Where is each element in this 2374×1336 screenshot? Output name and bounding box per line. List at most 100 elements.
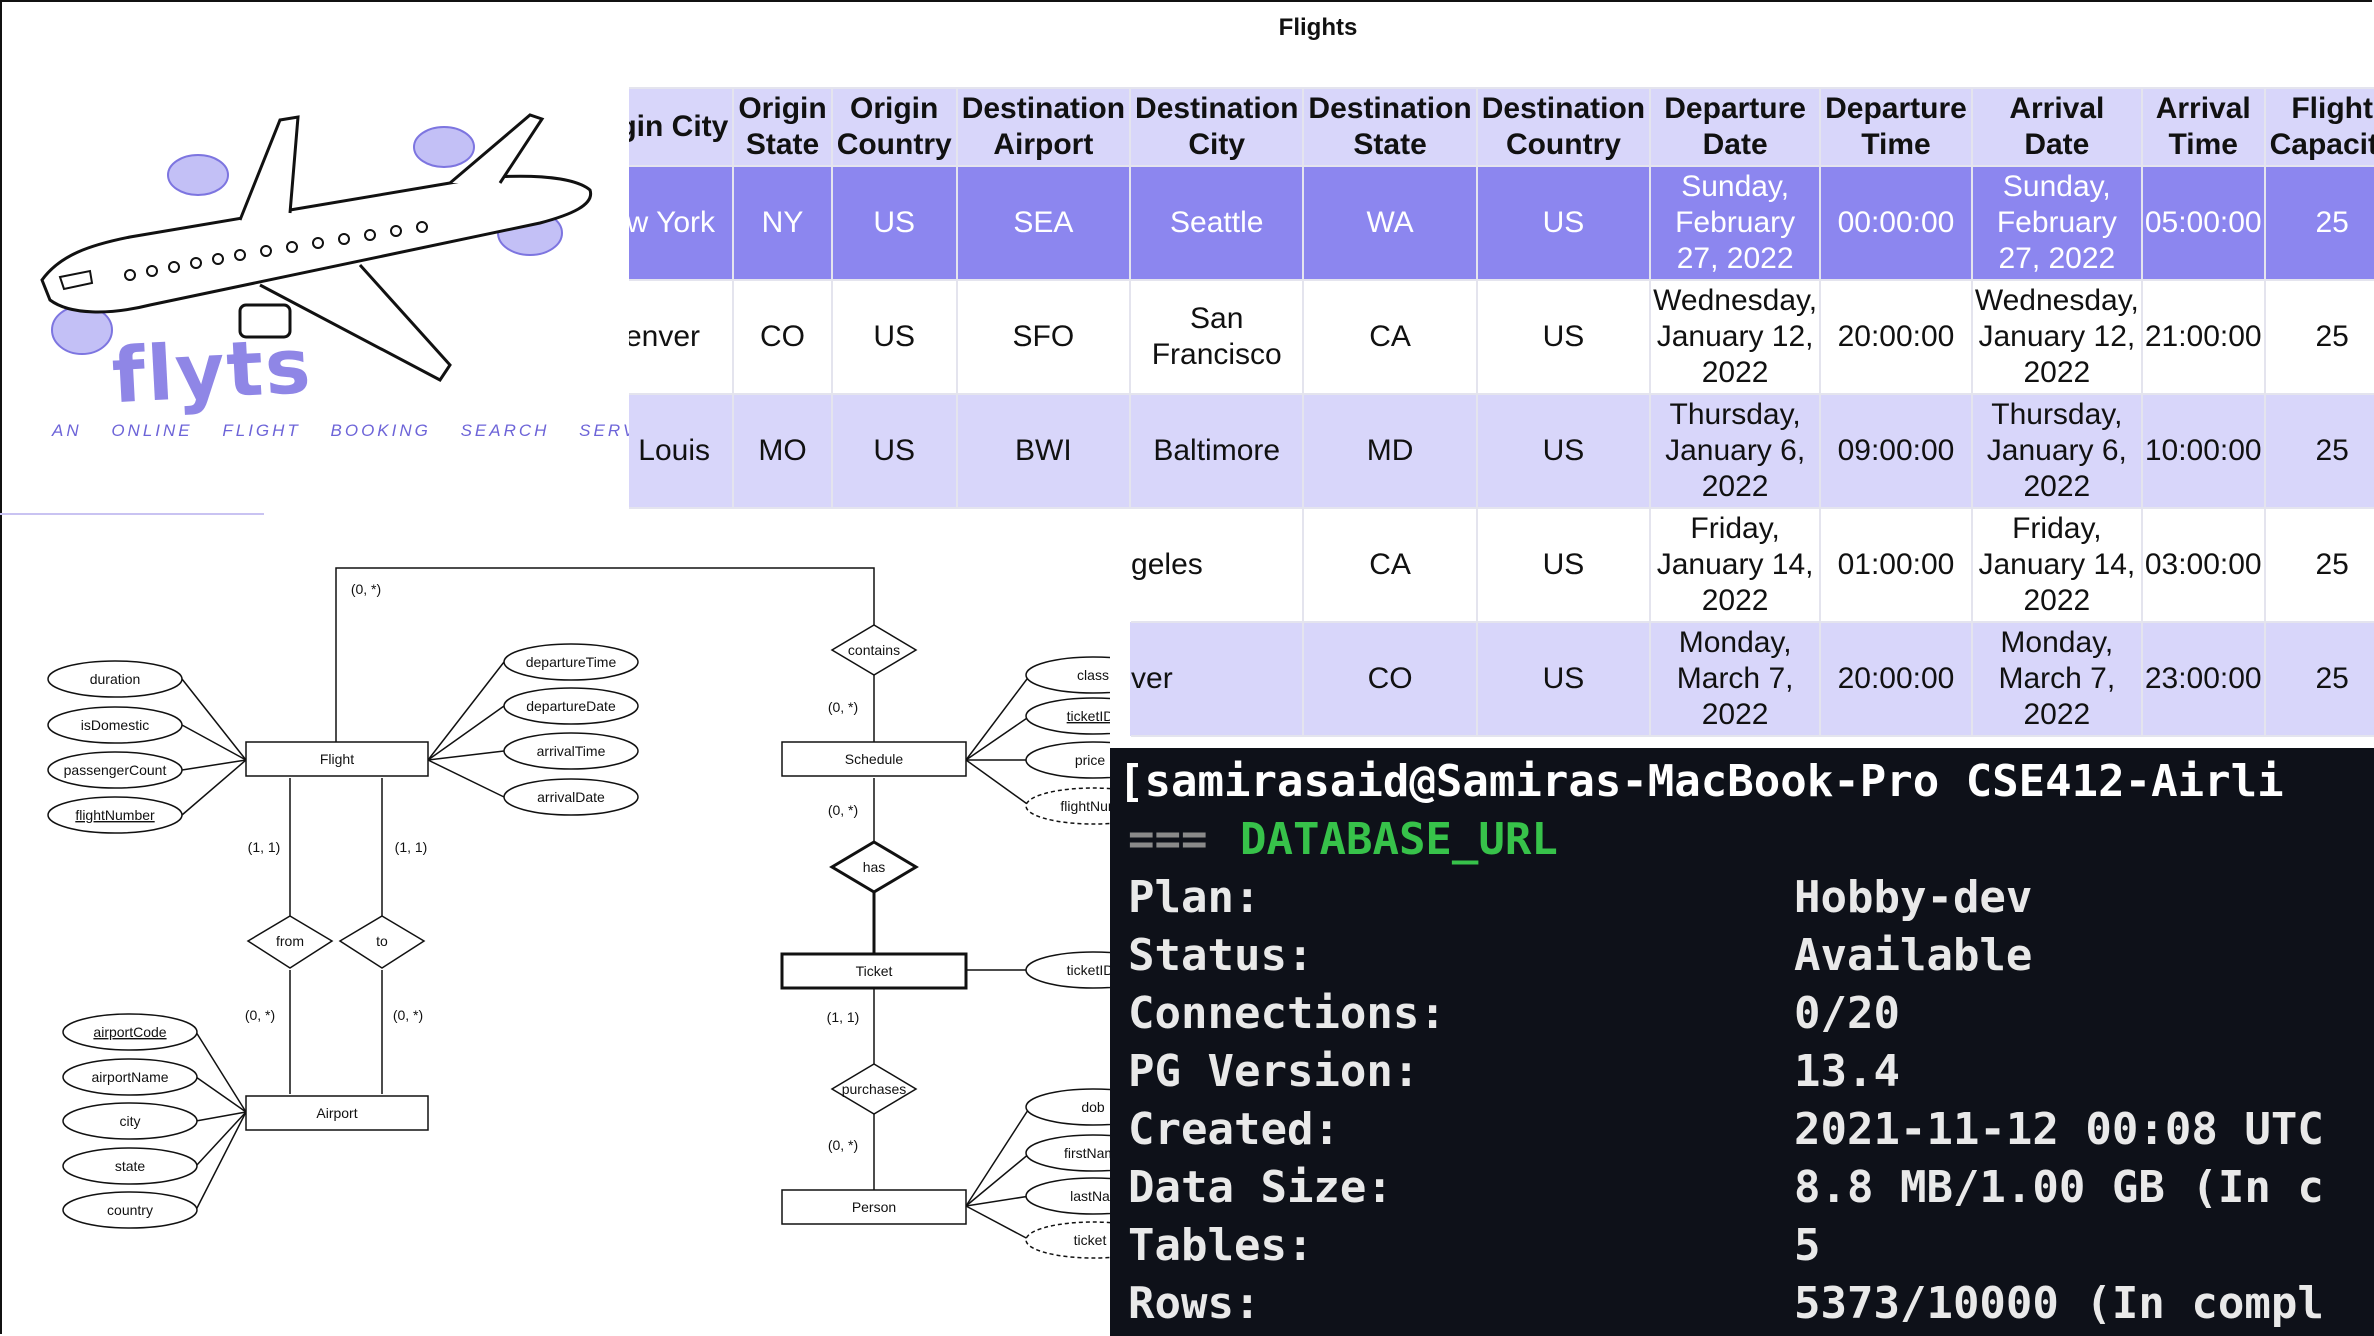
terminal-window[interactable]: [samirasaid@Samiras-MacBook-Pro CSE412-A… bbox=[1110, 748, 2374, 1336]
terminal-value: 5 bbox=[1794, 1220, 1821, 1271]
table-cell: US bbox=[1475, 621, 1652, 737]
cardinality-label: (1, 1) bbox=[827, 1009, 860, 1025]
terminal-label: Tables: bbox=[1128, 1220, 1314, 1271]
attribute-label: passengerCount bbox=[64, 762, 167, 778]
attribute-label: ticketID bbox=[1067, 708, 1110, 724]
table-cell: 00:00:00 bbox=[1819, 165, 1973, 281]
terminal-value: 5373/10000 (In compl bbox=[1794, 1278, 2324, 1329]
terminal-value: Hobby-dev bbox=[1794, 872, 2033, 923]
table-cell: NY bbox=[732, 165, 833, 281]
attribute-label: airportCode bbox=[93, 1024, 166, 1040]
terminal-value: Available bbox=[1794, 930, 2033, 981]
table-cell: SEA bbox=[955, 165, 1132, 281]
table-cell: US bbox=[1475, 507, 1652, 623]
attribute-label: flightNumber bbox=[75, 807, 155, 823]
page-title: Flights bbox=[1278, 14, 1358, 41]
entity-label: Flight bbox=[320, 751, 354, 767]
table-cell: BWI bbox=[955, 393, 1132, 509]
attribute-label: ticket bbox=[1074, 1232, 1107, 1248]
column-header[interactable]: Origin City bbox=[629, 87, 735, 167]
table-row[interactable]: New York NY US SEA Seattle WA US Sunday,… bbox=[629, 165, 2374, 281]
table-cell: 10:00:00 bbox=[2140, 393, 2266, 509]
table-row[interactable]: St. Louis MO US BWI Baltimore MD US Thur… bbox=[629, 393, 2374, 509]
table-cell: US bbox=[1475, 393, 1652, 509]
table-cell: MD bbox=[1302, 393, 1478, 509]
attribute-label: lastNa bbox=[1070, 1188, 1110, 1204]
column-header[interactable]: FlightCapacity bbox=[2263, 87, 2374, 167]
table-cell: US bbox=[1475, 279, 1652, 395]
table-cell: 20:00:00 bbox=[1819, 621, 1973, 737]
relationship-label: from bbox=[276, 933, 304, 949]
cardinality-label: (0, *) bbox=[828, 1137, 858, 1153]
table-cell: 25 bbox=[2263, 621, 2374, 737]
table-cell: Monday, March 7, 2022 bbox=[1649, 621, 1822, 737]
entity-airport bbox=[245, 1095, 429, 1131]
divider bbox=[0, 513, 264, 515]
er-diagram: Flight Airport Schedule Ticket Person fr… bbox=[47, 567, 1110, 1259]
attribute-label: firstNam bbox=[1064, 1145, 1110, 1161]
entity-label: Ticket bbox=[856, 963, 893, 979]
relationship-label: contains bbox=[848, 642, 900, 658]
cardinality-label: (1, 1) bbox=[395, 839, 428, 855]
table-cell: Seattle bbox=[1129, 165, 1305, 281]
table-cell: US bbox=[830, 165, 958, 281]
logo-wordmark: flyts bbox=[109, 320, 315, 421]
entity-label: Person bbox=[852, 1199, 896, 1215]
table-cell: Monday, March 7, 2022 bbox=[1970, 621, 2143, 737]
table-row[interactable]: ver CO US Monday, March 7, 2022 20:00:00… bbox=[629, 621, 2374, 737]
cardinality-label: (0, *) bbox=[351, 581, 381, 597]
table-cell: Sunday, February 27, 2022 bbox=[1649, 165, 1822, 281]
table-cell: Thursday, January 6, 2022 bbox=[1970, 393, 2143, 509]
table-cell: Wednesday, January 12, 2022 bbox=[1649, 279, 1822, 395]
terminal-value: 0/20 bbox=[1794, 988, 1900, 1039]
terminal-label: Status: bbox=[1128, 930, 1314, 981]
logo-illustration bbox=[30, 95, 610, 455]
relationship-contains bbox=[830, 624, 918, 676]
relationship-from bbox=[246, 915, 334, 969]
table-row[interactable]: geles CA US Friday, January 14, 2022 01:… bbox=[629, 507, 2374, 623]
entity-label: Airport bbox=[316, 1105, 357, 1121]
attribute-label: country bbox=[107, 1202, 153, 1218]
entity-schedule bbox=[781, 741, 967, 777]
table-cell: New York bbox=[629, 165, 735, 281]
entity-flight bbox=[245, 741, 429, 777]
terminal-label: Data Size: bbox=[1128, 1162, 1393, 1213]
table-cell: WA bbox=[1302, 165, 1478, 281]
entity-label: Schedule bbox=[845, 751, 904, 767]
entity-ticket bbox=[780, 952, 968, 990]
table-row[interactable]: Denver CO US SFO San Francisco CA US Wed… bbox=[629, 279, 2374, 395]
entity-person bbox=[781, 1189, 967, 1225]
table-cell: Friday, January 14, 2022 bbox=[1970, 507, 2143, 623]
table-cell: 21:00:00 bbox=[2140, 279, 2266, 395]
attribute-label: class bbox=[1077, 667, 1109, 683]
table-cell: 25 bbox=[2263, 165, 2374, 281]
terminal-prompt: [samirasaid@Samiras-MacBook-Pro CSE412-A… bbox=[1118, 756, 2284, 807]
relationship-purchases bbox=[830, 1063, 918, 1115]
attribute-label: dob bbox=[1081, 1099, 1105, 1115]
table-cell: Friday, January 14, 2022 bbox=[1649, 507, 1822, 623]
table-cell: 09:00:00 bbox=[1819, 393, 1973, 509]
cardinality-label: (0, *) bbox=[245, 1007, 275, 1023]
table-cell: 01:00:00 bbox=[1819, 507, 1973, 623]
cardinality-label: (1, 1) bbox=[248, 839, 281, 855]
table-cell: Wednesday, January 12, 2022 bbox=[1970, 279, 2143, 395]
table-cell: ver bbox=[1129, 621, 1305, 737]
relationship-label: to bbox=[376, 933, 388, 949]
table-cell: St. Louis bbox=[629, 393, 735, 509]
terminal-label: PG Version: bbox=[1128, 1046, 1420, 1097]
attribute-label: departureDate bbox=[526, 698, 616, 714]
attribute-label: arrivalTime bbox=[537, 743, 606, 759]
